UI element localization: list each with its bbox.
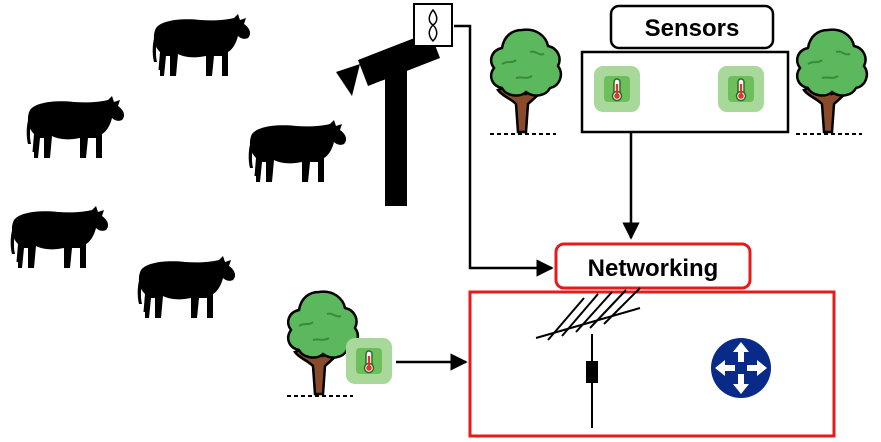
antenna-icon	[535, 287, 641, 428]
cow-icon	[26, 96, 125, 160]
camera-on-pole-icon	[336, 32, 440, 206]
thermometer-sensor-icon	[717, 65, 765, 113]
cow-icon	[10, 206, 109, 270]
svg-text:Networking: Networking	[588, 255, 719, 282]
fan-to-networking-arrow	[454, 24, 554, 277]
router-icon	[711, 338, 771, 398]
networking-label: Networking	[554, 242, 752, 290]
cow-icon	[137, 256, 236, 320]
tree-icon	[488, 28, 563, 136]
thermometer-sensor-icon	[345, 337, 393, 385]
fan-icon	[413, 3, 453, 47]
thermometer-sensor-icon	[593, 65, 641, 113]
sensors-label: Sensors	[609, 4, 775, 50]
cow-icon	[248, 120, 347, 184]
tree-icon	[794, 28, 869, 136]
networking-box	[468, 290, 836, 438]
svg-text:Sensors: Sensors	[645, 15, 740, 42]
cow-icon	[152, 14, 251, 78]
